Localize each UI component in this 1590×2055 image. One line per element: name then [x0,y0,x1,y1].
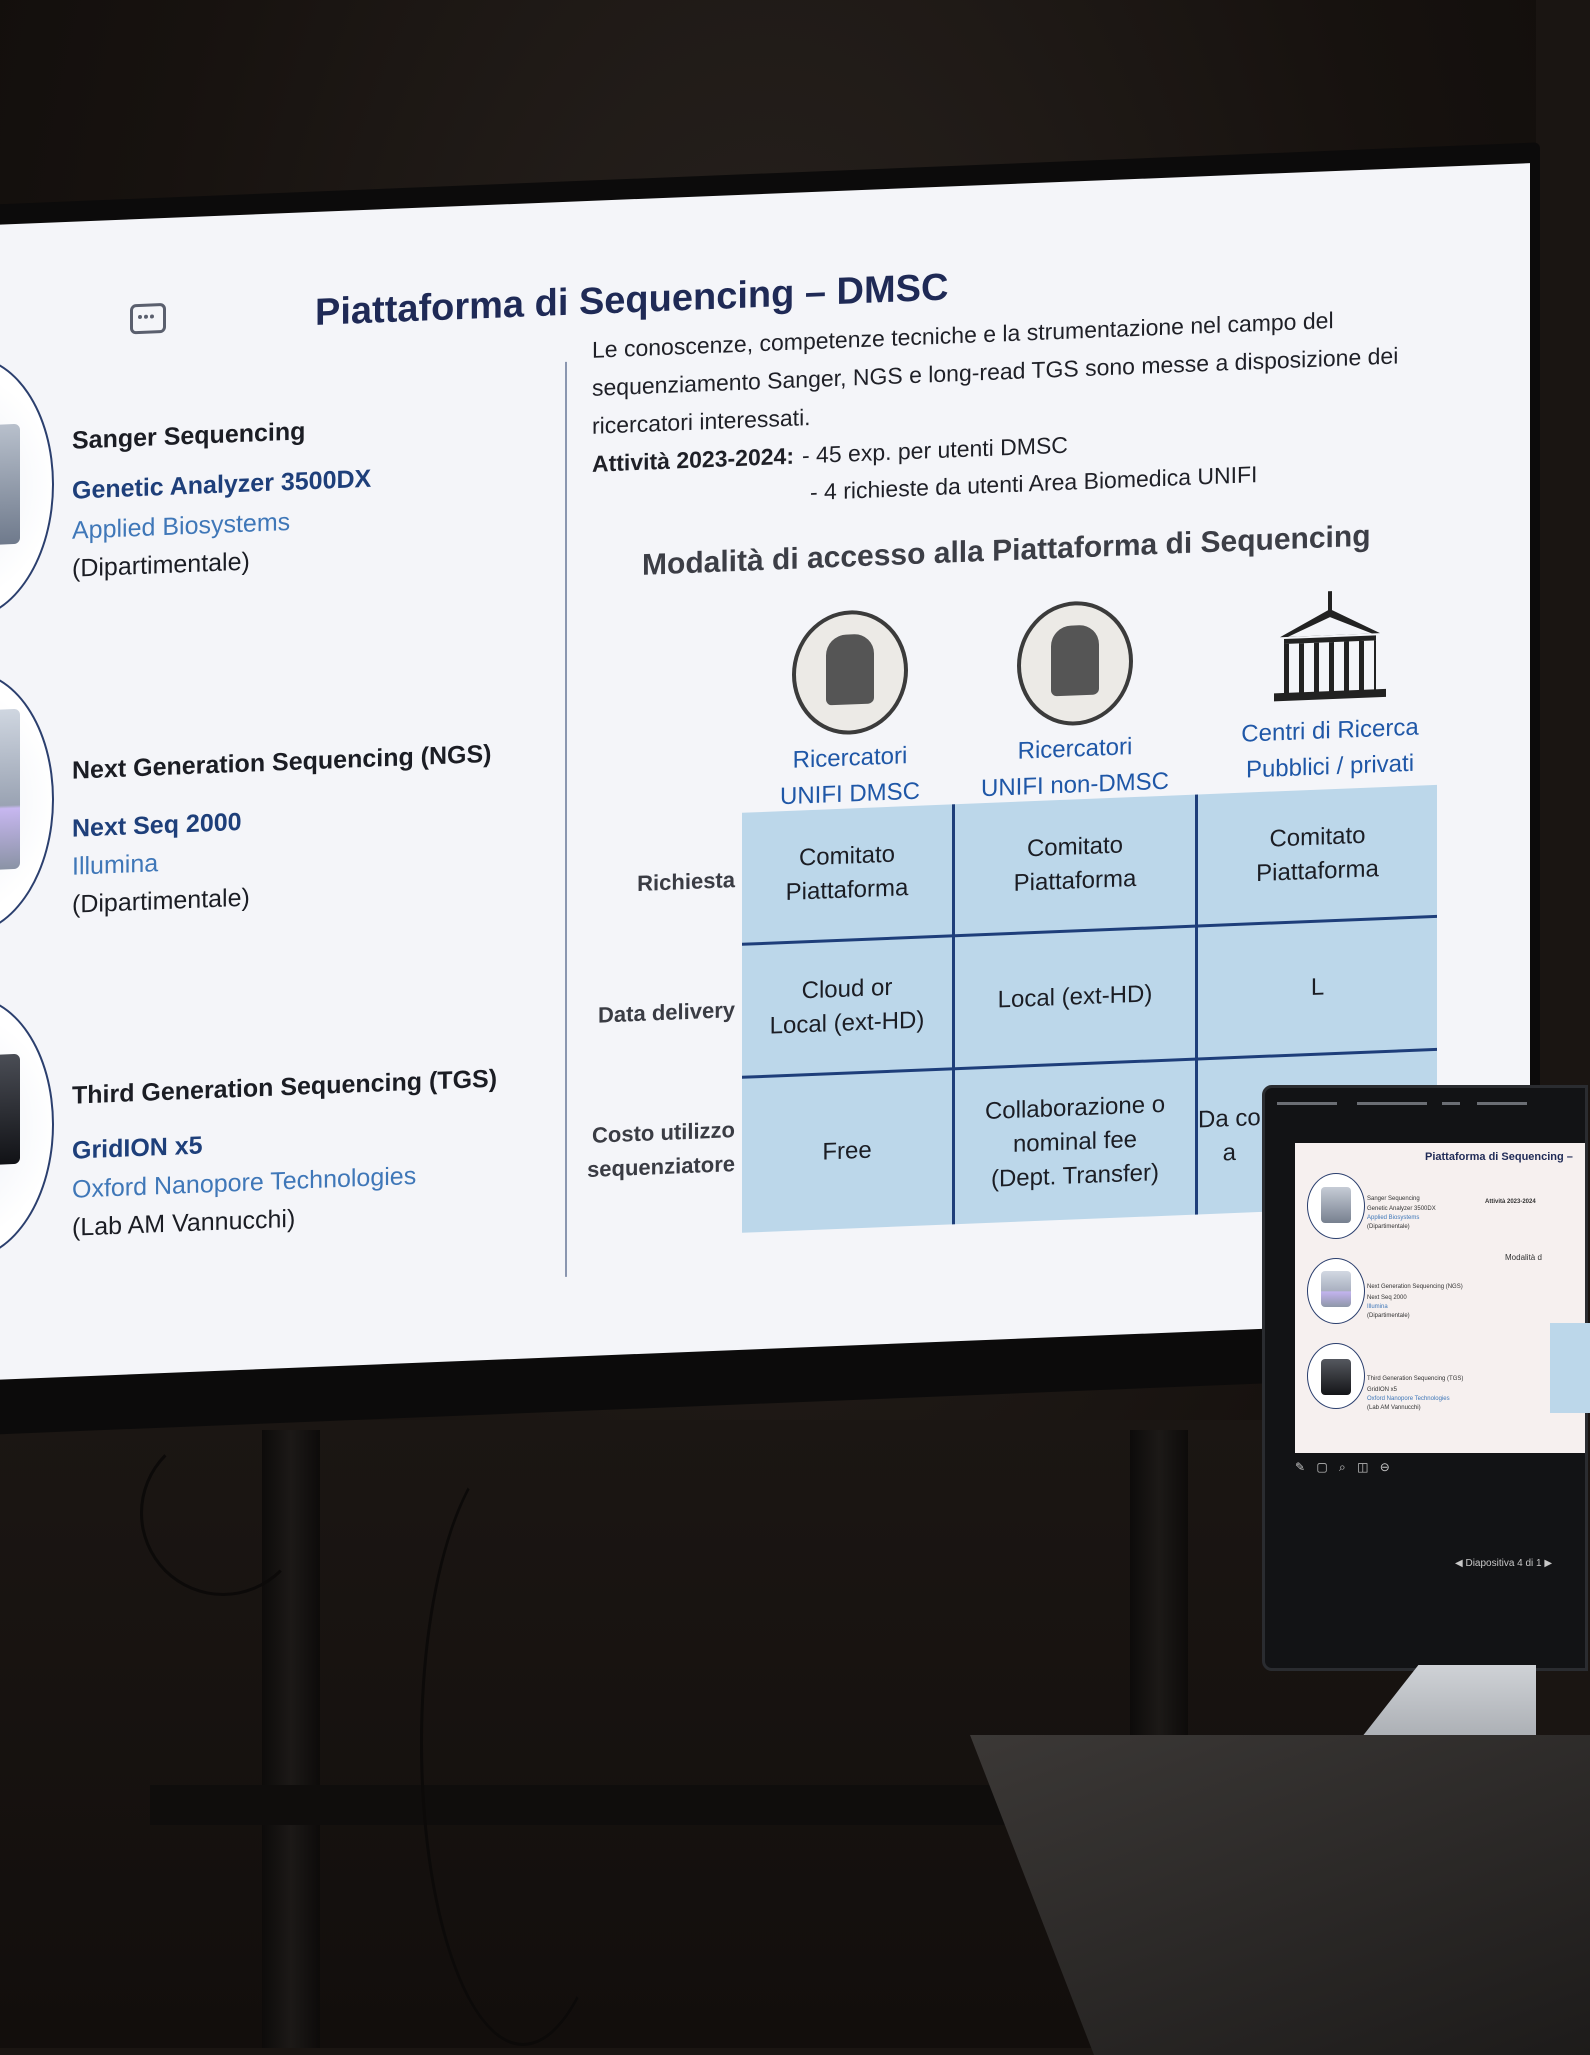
cable [420,1440,626,2046]
comment-icon[interactable] [130,302,166,335]
instrument-title: Sanger Sequencing [72,417,306,455]
instrument-note: (Lab AM Vannucchi) [72,1204,296,1242]
instrument-title: Next Generation Sequencing (NGS) [72,739,492,785]
table-cell: Comitato Piattaforma [785,840,909,907]
instrument-vendor: Illumina [72,849,159,881]
instrument-note: (Dipartimentale) [72,883,250,919]
activity-item: - 45 exp. per utenti DMSC [802,431,1068,469]
university-seal-icon [792,608,908,737]
mini-device-image [1321,1271,1351,1307]
mini-text: Applied Biosystems [1367,1215,1420,1221]
instrument-vendor: Oxford Nanopore Technologies [72,1161,417,1204]
building-icon [1270,589,1390,710]
activity-item: - 4 richieste da utenti Area Biomedica U… [810,461,1258,506]
access-group-unifi-dmsc: Ricercatori UNIFI DMSC [730,606,970,818]
laptop-toolbar-icons[interactable]: ✎ ▢ ⌕ ◫ ⊖ [1295,1460,1394,1474]
table-divider [952,804,955,1225]
mini-text: Next Generation Sequencing (NGS) [1367,1284,1463,1290]
cable [140,1430,306,1596]
table-cell: Collaborazione o nominal fee (Dept. Tran… [984,1090,1166,1193]
mini-text: Modalità d [1505,1253,1542,1262]
table-cell: Comitato Piattaforma [1013,831,1137,897]
mini-text: Third Generation Sequencing (TGS) [1367,1376,1464,1382]
row-header-costo: Costo utilizzo sequenziatore [587,1117,735,1183]
row-header-data-delivery: Data delivery [598,997,735,1028]
mini-slide-title: Piattaforma di Sequencing – [1425,1151,1573,1163]
ngs-device-image [0,708,20,871]
mini-device-image [1321,1359,1351,1395]
access-section-title: Modalità di accesso alla Piattaforma di … [642,519,1371,582]
university-seal-icon [1017,599,1133,728]
table-cell: Cloud or Local (ext-HD) [769,973,925,1040]
instrument-ngs: Next Generation Sequencing (NGS) Next Se… [0,648,550,939]
table-divider [1195,794,1198,1215]
mini-table [1550,1323,1590,1413]
row-header-richiesta: Richiesta [637,867,735,897]
mini-text: Sanger Sequencing [1367,1196,1420,1202]
instrument-tgs: Third Generation Sequencing (TGS) GridIO… [0,973,550,1264]
instrument-vendor: Applied Biosystems [72,507,291,545]
laptop-slide-navigation[interactable]: ◀ Diapositiva 4 di 1 ▶ [1455,1558,1553,1569]
access-group-unifi-non-dmsc: Ricercatori UNIFI non-DMSC [955,597,1195,809]
mini-device-image [1321,1187,1351,1223]
laptop-window-bar [1277,1102,1577,1112]
table-cell: Comitato Piattaforma [1256,821,1379,888]
mini-text: (Dipartimentale) [1367,1224,1410,1230]
row-header-column: Richiesta Data delivery Costo utilizzo s… [550,813,735,1240]
mini-text: (Lab AM Vannucchi) [1367,1405,1421,1411]
laptop-monitor: Piattaforma di Sequencing – Sanger Seque… [1262,1085,1590,1671]
mini-text: Illumina [1367,1304,1388,1310]
laptop-slide-preview: Piattaforma di Sequencing – Sanger Seque… [1295,1143,1590,1453]
mini-text: Oxford Nanopore Technologies [1367,1396,1450,1402]
instrument-model: GridION x5 [72,1131,203,1165]
activity-label: Attività 2023-2024: [592,442,794,477]
instrument-model: Next Seq 2000 [72,807,242,843]
access-group-research-centers: Centri di Ricerca Pubblici / privati [1210,586,1450,790]
instrument-sanger: Sanger Sequencing Genetic Analyzer 3500D… [0,333,550,624]
instrument-title: Third Generation Sequencing (TGS) [72,1064,498,1110]
instrument-note: (Dipartimentale) [72,547,250,583]
laptop-nav-label: Diapositiva 4 di 1 [1465,1558,1542,1569]
table-cell: Free [822,1136,872,1166]
table-cell: L [1310,973,1325,1001]
mini-text: GridION x5 [1367,1387,1398,1393]
mini-text: Next Seq 2000 [1367,1295,1407,1301]
instrument-model: Genetic Analyzer 3500DX [72,464,372,505]
sanger-device-image [0,423,20,546]
mini-text: Attività 2023-2024 [1485,1199,1536,1205]
tgs-device-image [0,1053,20,1166]
desk [970,1735,1590,2055]
mini-text: (Dipartimentale) [1367,1313,1410,1319]
table-cell: Local (ext-HD) [997,980,1153,1014]
mini-text: Genetic Analyzer 3500DX [1367,1206,1436,1212]
